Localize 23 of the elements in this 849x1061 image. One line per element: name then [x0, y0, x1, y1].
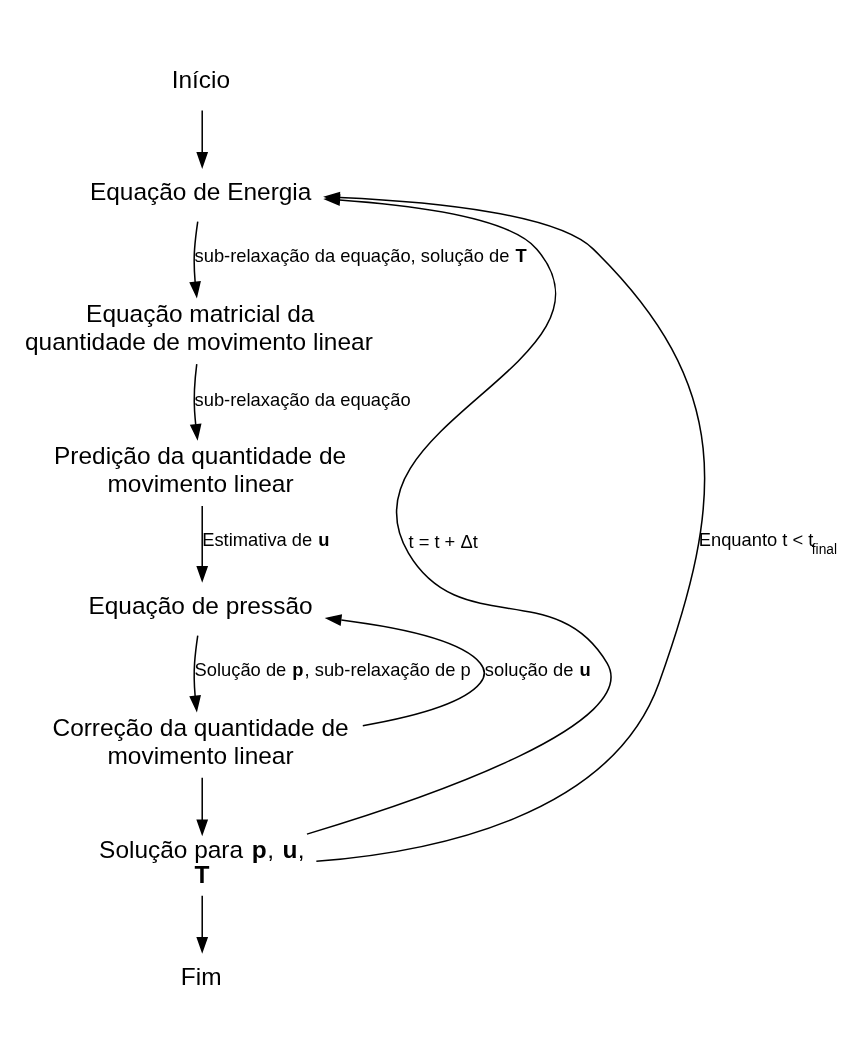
- node-text: Correção da quantidade de movimento linear: [52, 713, 349, 769]
- edge-label: Solução de p, sub-relaxação de p: [194, 658, 471, 680]
- arrow: [189, 634, 201, 712]
- arrow: [189, 362, 202, 441]
- node-text: Equação de pressão: [88, 591, 313, 619]
- arrow: [196, 894, 209, 954]
- edge-label: sub-relaxação da equação: [194, 388, 411, 410]
- arrow: [189, 220, 201, 298]
- edge-label: Enquanto t < t$_{final}$: [698, 528, 837, 557]
- edge-label: solução de u: [484, 658, 591, 680]
- edge-label: sub-relaxação da equação, solução de T: [194, 244, 527, 266]
- node-text: Equação matricial da quantidade de movimento linear: [25, 299, 373, 355]
- edge-label: Estimativa de u: [202, 528, 330, 550]
- node-text: Início: [171, 65, 231, 93]
- arrow: [196, 776, 209, 836]
- arrow: [324, 613, 486, 726]
- edge-label: t = t + Δt: [408, 530, 478, 552]
- arrow: [196, 109, 209, 169]
- node-text: Solução para p, u, T: [99, 835, 305, 888]
- arrow: [196, 504, 209, 583]
- node-text: Predição da quantidade de movimento linear: [54, 441, 347, 497]
- node-text: Equação de Energia: [89, 177, 312, 205]
- node-text: Fim: [180, 962, 222, 990]
